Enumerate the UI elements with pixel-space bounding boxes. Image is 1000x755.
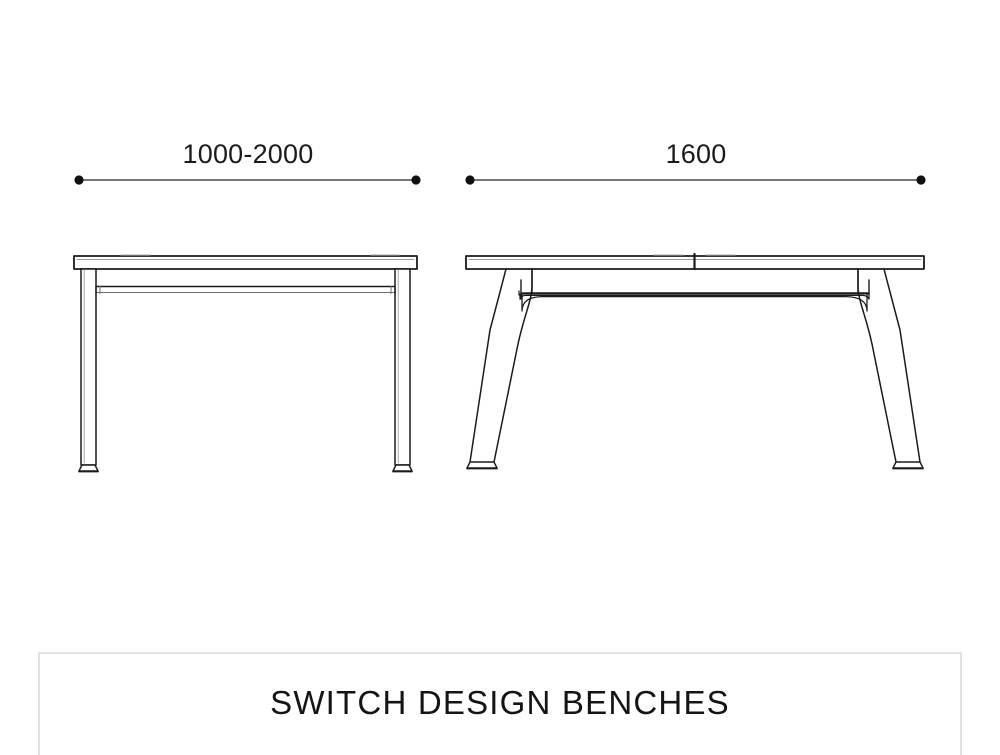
dimension-endpoint-dot	[916, 175, 926, 185]
dimension-endpoint-dot	[465, 175, 475, 185]
side-view-glide-right	[392, 464, 413, 473]
front-view-rail-underside	[519, 293, 870, 300]
side-view-stretcher-rail	[95, 285, 396, 295]
caption-plate: SWITCH DESIGN BENCHES	[38, 652, 962, 755]
front-view-rail-guide	[532, 293, 858, 320]
caption-title: SWITCH DESIGN BENCHES	[270, 683, 730, 721]
side-view-leg-right	[394, 268, 411, 466]
side-view-glide-left	[78, 464, 99, 473]
front-view-glide-right	[892, 461, 924, 469]
dimension-line-depth	[465, 175, 926, 185]
front-view-leg-left	[466, 268, 533, 470]
front-view-rail-band	[521, 293, 868, 312]
side-view-tabletop	[73, 255, 418, 270]
front-view-leg-right	[857, 268, 924, 470]
front-view-tabletop	[465, 255, 925, 270]
dimension-endpoint-dot	[411, 175, 421, 185]
side-view-leg-left	[80, 268, 97, 466]
dimension-label-depth: 1600	[665, 139, 727, 169]
dimension-label-width: 1000-2000	[182, 139, 314, 169]
front-view-glide-left	[466, 461, 498, 469]
dimension-endpoint-dot	[74, 175, 84, 185]
front-view-under-rail	[518, 290, 870, 300]
dimension-line-width	[74, 175, 421, 185]
